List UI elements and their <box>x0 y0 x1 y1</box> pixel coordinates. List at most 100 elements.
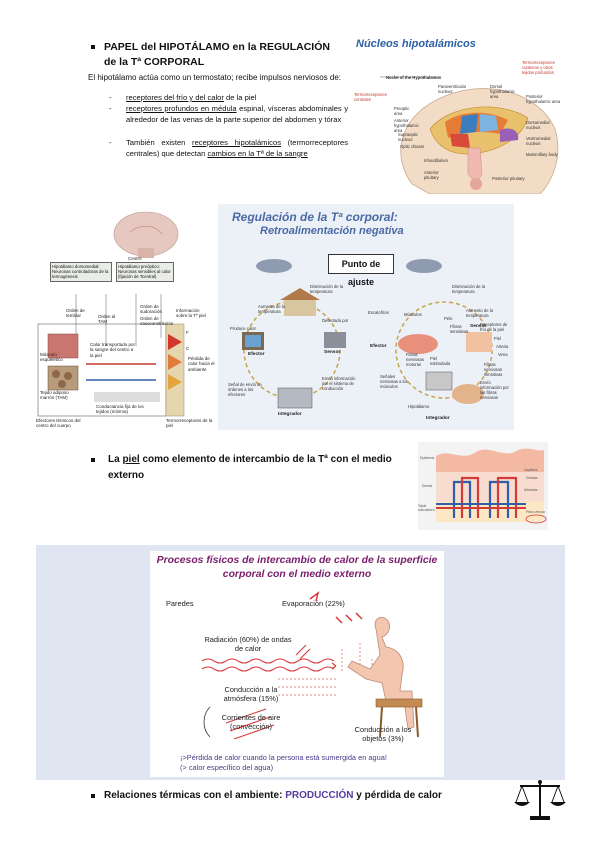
label: Conducción a los objetos (3%) <box>354 725 412 743</box>
label: Infundibulum <box>424 158 448 163</box>
label: Mammillary body <box>526 152 558 157</box>
title-highlight: PRODUCCIÓN <box>285 790 354 801</box>
label: Fibras nerviosas motoras <box>406 352 424 367</box>
balance-scale-icon <box>514 780 566 820</box>
label: Efector <box>248 352 265 357</box>
section-title-skin: La piel como elemento de intercambio de … <box>108 452 426 484</box>
label: Nuclei of the Hypothalamus <box>386 75 442 80</box>
label: Optic chiasm <box>400 144 425 149</box>
list-item-text: También existen <box>126 138 193 147</box>
label: Dorsomedial nucleus <box>526 120 550 130</box>
hypothalamic-nuclei-figure: Núcleos hipotalámicos Nuclei of the Hypo… <box>350 34 566 194</box>
label: Tejido subcutáneo <box>418 504 435 512</box>
label: Posterior pituitary <box>492 176 525 181</box>
box-preoptic: Hipotálamo preóptico: Neuronas sensibles… <box>116 262 174 282</box>
bullet <box>91 458 95 462</box>
title-text: como elemento de intercambio de la Tª co… <box>108 454 392 481</box>
figure-subtitle: Retroalimentación negativa <box>260 225 404 237</box>
label: Información sobre la Tª piel <box>176 308 206 319</box>
list-item: - receptores profundos en médula espinal… <box>109 104 348 124</box>
label: Conducción a la atmósfera (15%) <box>223 685 279 703</box>
label-red: Termorreceptores centrales <box>354 92 387 102</box>
note-line: ¡>Pérdida de calor cuando la persona est… <box>180 753 387 762</box>
label: Supraoptic nucleus <box>398 132 419 142</box>
label: Hipotálamo <box>408 404 430 409</box>
label: Aumento de la temperatura <box>258 304 286 314</box>
label: Detectado por <box>322 318 349 323</box>
label: Preoptic area <box>394 106 410 116</box>
title-underlined: piel <box>122 454 140 465</box>
list-item-text: de la piel <box>223 93 257 102</box>
label: Paraventricular nucleus <box>438 84 467 94</box>
box-dorsomedial: Hipotálamo dorsomedial: Neuronas control… <box>50 262 112 282</box>
figure-title: Procesos físicos de intercambio de calor… <box>156 555 438 580</box>
label: Centro <box>128 256 142 261</box>
label: Anterior pituitary <box>424 170 439 180</box>
list-item-text: (termorreceptores centrales) que detecta… <box>126 138 348 158</box>
heat-exchange-figure: Procesos físicos de intercambio de calor… <box>150 551 444 777</box>
label: Aumento de la temperatura <box>466 308 494 318</box>
negative-feedback-figure: Regulación de la Tª corporal: Retroalime… <box>218 204 514 430</box>
label: Orden de vasoconstricción <box>140 316 174 327</box>
label: Paredes <box>166 599 194 608</box>
list-item: - También existen receptores hipotalámic… <box>109 138 348 158</box>
figure-title: Núcleos hipotalámicos <box>356 38 476 50</box>
label: Evaporación (22%) <box>282 599 345 608</box>
skin-cross-section-figure: Epidermis Dermis Tejido subcutáneo Capil… <box>418 442 548 530</box>
label: Dorsal hypothalamic area <box>490 84 515 99</box>
bullet <box>91 794 95 798</box>
label: Disminución de la temperatura <box>452 284 486 294</box>
feedback-cycles <box>242 259 493 409</box>
label: Termorreceptores de la piel <box>166 418 213 429</box>
list-item-underlined: cambios en la Tª de la sangre <box>207 148 308 158</box>
label: Sensor <box>324 350 341 355</box>
label: Pérdida de calor hacia el ambiente <box>188 356 215 372</box>
label: Envío información por el sistema de cond… <box>322 376 356 391</box>
label: C <box>186 346 190 351</box>
note: ¡>Pérdida de calor cuando la persona est… <box>180 753 387 773</box>
heat-illustration <box>201 591 423 740</box>
label: Orden al TAM <box>98 314 116 325</box>
label: Corrientes de aire (convección) <box>221 713 281 731</box>
note-line: (> calor específico del agua) <box>180 763 274 772</box>
intro-paragraph: El hipotálamo actúa como un termostato; … <box>88 73 342 82</box>
label: Músculo esquelético <box>40 352 63 363</box>
label: Ventromedial nucleus <box>526 136 551 146</box>
label: Arteriolas <box>524 488 538 492</box>
title-text: Relaciones térmicas con el ambiente: <box>104 790 286 801</box>
list-item-underlined: receptores hipotalámicos <box>192 138 281 147</box>
label: Orden de temblar <box>66 308 85 319</box>
brain-illustration <box>380 76 559 194</box>
label: Efectores térmicos del centro del cuerpo <box>36 418 81 429</box>
bullet <box>91 45 95 49</box>
label: Produce calor <box>230 326 256 331</box>
thermoregulation-diagram: Centro Hipotálamo dorsomedial: Neuronas … <box>36 206 218 430</box>
label: Posterior hypothalamic area <box>526 94 561 104</box>
label: Envío información por las fibras nervios… <box>480 380 509 400</box>
label: Piel estimulada <box>430 356 451 366</box>
list-item: - receptores del frío y del calor de la … <box>109 93 257 102</box>
label: Integrador <box>426 416 450 421</box>
list-item-underlined: receptores profundos en médula <box>126 104 237 113</box>
label: Vénulas <box>526 476 538 480</box>
list-item-text: espinal, vísceras abdominales y alrededo… <box>126 104 348 124</box>
label: Epidermis <box>420 456 435 460</box>
label: Efector <box>370 344 387 349</box>
label: Receptores de frío de la piel <box>480 322 508 332</box>
label: Radiación (60%) de ondas de calor <box>204 635 292 653</box>
setpoint-box: Punto de ajuste <box>328 254 394 287</box>
label: Integrador <box>278 412 302 417</box>
label: Fibras sensitivas <box>450 324 469 334</box>
label-red: Termorreceptores cutáneos y otros tejido… <box>522 60 555 75</box>
label: Calor transportado por la sangre del cen… <box>90 342 136 358</box>
label: Plexo venoso <box>526 510 546 514</box>
label: Dermis <box>422 484 433 488</box>
label: Señal de envío de órdenes a los efectore… <box>228 382 262 397</box>
label: Tejido adiposo marrón (TAM) <box>40 390 69 401</box>
skin-illustration <box>436 448 547 524</box>
diagram-lines <box>37 211 185 417</box>
list-item-underlined: receptores del frío y del calor <box>126 93 224 102</box>
title-text: y pérdida de calor <box>353 790 442 801</box>
label: F <box>186 330 189 335</box>
label: Anterior hypothalamic area <box>394 118 419 133</box>
